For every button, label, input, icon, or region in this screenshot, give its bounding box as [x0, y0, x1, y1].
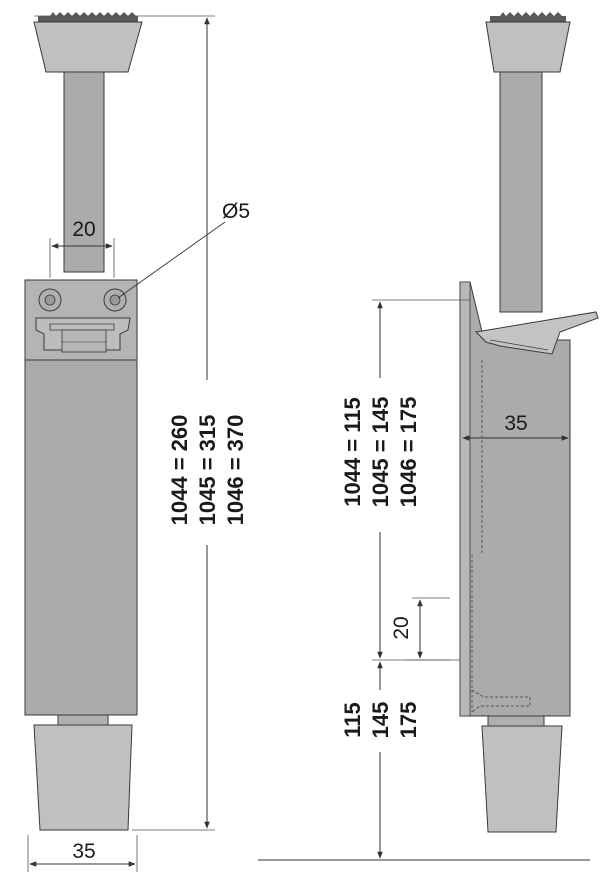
label-side-height-1046: 1046 = 175 [396, 397, 421, 508]
label-side-bottom-115: 115 [340, 702, 365, 738]
front-view: 20 Ø5 1044 = 260 1045 = 315 1046 = 370 3… [24, 12, 250, 872]
front-top-pad [33, 12, 143, 73]
side-lever [474, 311, 599, 355]
label-side-height-1044: 1044 = 115 [340, 397, 365, 507]
front-rod [63, 71, 105, 273]
dimension-front-width [27, 835, 138, 872]
label-front-height-1045: 1045 = 315 [195, 415, 220, 526]
side-internal-dashed [471, 360, 531, 713]
front-bottom-foot [33, 724, 133, 831]
label-hole-diameter: Ø5 [222, 200, 250, 223]
label-front-height-1044: 1044 = 260 [167, 415, 192, 526]
label-side-offset: 20 [390, 616, 413, 639]
label-side-bottom-175: 175 [396, 702, 421, 739]
hole-leader-line [117, 221, 226, 299]
dimension-side-offset [405, 597, 450, 661]
side-top-pad [485, 12, 571, 73]
side-view: 35 1044 = 115 1045 = 145 1046 = 175 20 [258, 12, 599, 861]
dimension-front-height [34, 15, 215, 831]
label-side-depth: 35 [504, 412, 527, 435]
front-mount-plate [24, 279, 138, 361]
dimension-rod-width [49, 238, 115, 278]
side-rod [499, 71, 543, 313]
dimension-side-bottom [258, 661, 590, 861]
label-side-bottom-145: 145 [368, 702, 393, 739]
label-front-width: 35 [72, 840, 95, 863]
side-bottom-foot [481, 725, 563, 833]
label-side-height-1045: 1045 = 145 [368, 397, 393, 508]
label-front-height-1046: 1046 = 370 [223, 415, 248, 526]
label-rod-width: 20 [72, 218, 95, 241]
